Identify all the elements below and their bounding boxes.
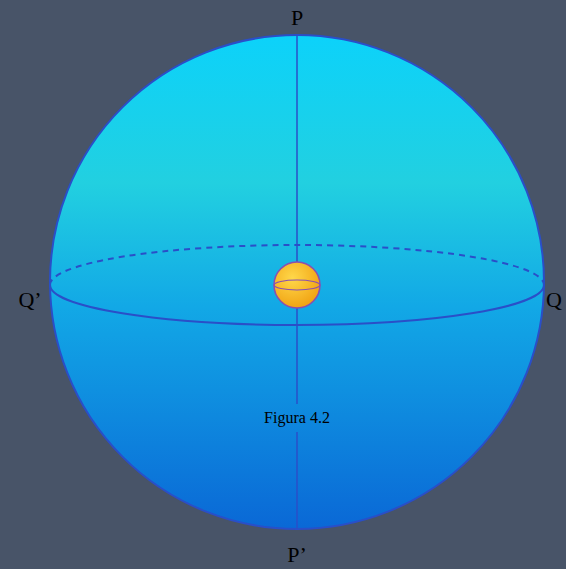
- pole-label: P’: [287, 544, 307, 566]
- sun-sphere: [274, 262, 320, 308]
- pole-label: P: [291, 7, 303, 29]
- sphere-outline: [50, 35, 544, 529]
- sun-equator: [274, 280, 320, 290]
- polar-axis: [296, 35, 298, 404]
- figure-caption: Figura 4.2: [264, 410, 330, 426]
- polar-axis: [296, 432, 298, 529]
- equator-point-label: Q: [546, 289, 562, 311]
- equator-point-label: Q’: [18, 289, 41, 311]
